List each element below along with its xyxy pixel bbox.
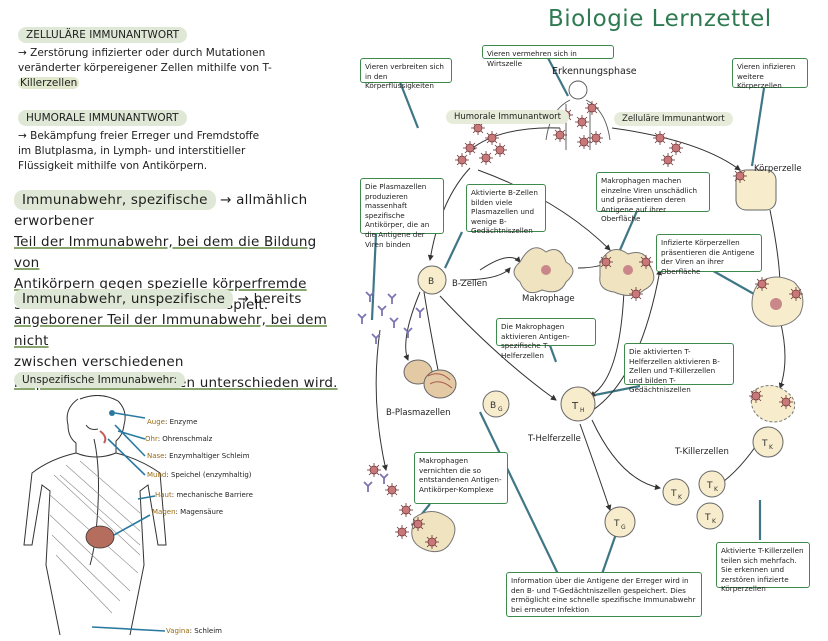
spezifische-line-3: Antikörpern gegen spezielle körperfremde <box>14 276 307 292</box>
unspezifische-term: Immunabwehr, unspezifische <box>14 289 234 309</box>
humorale-line-3: Flüssigkeit mithilfe von Antikörpern. <box>18 160 208 172</box>
label-b-zellen: B-Zellen <box>452 279 488 289</box>
organ-label-vagina: Vagina: Schleim <box>166 627 222 635</box>
box-aktivierte-b-zellen: Aktivierte B-Zellen bilden viele Plasmaz… <box>466 184 546 235</box>
box-aktivierte-t-helfer: Die aktivierten T-Helferzellen aktiviere… <box>624 343 734 394</box>
b-cell <box>417 265 447 295</box>
spezifische-term: Immunabwehr, spezifische <box>14 190 216 210</box>
box-viren-verbreiten: Vieren verbreiten sich in den Körperflüs… <box>360 58 452 90</box>
organ-label-nase: Nase: Enzymhaltiger Schleim <box>147 452 250 460</box>
box-makrophagen-aktivieren: Die Makrophagen aktivieren Antigen-spezi… <box>496 318 596 360</box>
box-information-gedaechtnis: Information über die Antigene der Errege… <box>506 572 702 617</box>
label-erkennungsphase: Erkennungsphase <box>552 66 637 77</box>
organ-label-ohr: Ohr: Ohrenschmalz <box>145 435 213 443</box>
destroyed-cell <box>750 385 796 423</box>
unspezifische-line-1: → bereits <box>233 291 302 307</box>
plasma-cell-2 <box>423 369 457 399</box>
makrophage-complex-cell <box>411 511 456 553</box>
spezifische-line-2: Teil der Immunabwehr, bei dem die Bildun… <box>14 234 317 271</box>
t-killer-3-sub: K <box>712 518 717 525</box>
box-makrophagen-vernichten: Makrophagen vernichten die so entstanden… <box>414 452 508 504</box>
t-killer-cell-3 <box>696 502 724 530</box>
label-humorale-immunantwort: Humorale Immunantwort <box>446 110 570 124</box>
t-killer-4-sub: K <box>769 444 774 451</box>
unspezifische-line-2: angeborener Teil der Immunabwehr, bei de… <box>14 312 327 349</box>
unspezifische-heading: Unspezifische Immunabwehr: <box>14 372 186 388</box>
label-zellulaere-immunantwort: Zelluläre Immunantwort <box>614 112 733 126</box>
organ-label-haut: Haut: mechanische Barriere <box>155 491 253 499</box>
box-infizierte-koerperzellen: Infizierte Körperzellen präsentieren die… <box>656 234 762 276</box>
label-t-killerzellen: T-Killerzellen <box>675 447 729 457</box>
antigen-antibody-complexes <box>363 462 414 540</box>
humorale-line-1: → Bekämpfung freier Erreger und Fremdsto… <box>18 130 260 142</box>
t-killer-cell-4 <box>752 426 784 458</box>
mouth-shape <box>99 430 107 444</box>
unspezifische-heading-wrap: Unspezifische Immunabwehr: <box>14 372 186 388</box>
t-killer-1-sub: K <box>678 494 683 501</box>
b-memory-cell <box>482 390 510 418</box>
stomach-shape <box>85 525 115 549</box>
humorale-line-2: im Blutplasma, in Lymph- und interstitie… <box>18 145 246 157</box>
eye-shape <box>109 410 115 416</box>
zellulaere-line-3: Killerzellen <box>18 77 80 89</box>
t-helper-sub: H <box>580 407 585 414</box>
t-memory-sub: G <box>621 524 626 531</box>
humorale-section: HUMORALE IMMUNANTWORT → Bekämpfung freie… <box>18 110 328 174</box>
t-memory-letter: T <box>613 519 620 529</box>
box-viren-vermehren: Vieren vermehren sich in Wirtszelle <box>482 45 614 68</box>
zellulaere-line-2: veränderter körpereigener Zellen mithilf… <box>18 62 272 74</box>
box-plasmazellen: Die Plasmazellen produzieren massenhaft … <box>360 178 444 249</box>
immune-response-diagram: B B G T H T G T K T K T K T K <box>357 57 804 575</box>
viruses-body <box>552 100 604 150</box>
organ-label-magen: Magen: Magensäure <box>152 508 224 516</box>
viruses-cellular <box>652 130 684 168</box>
label-t-helferzelle: T-Helferzelle <box>528 434 581 444</box>
zellulaere-line-1: → Zerstörung infizierter oder durch Muta… <box>18 47 266 59</box>
organ-label-auge: Auge: Enzyme <box>147 418 198 426</box>
unspezifische-line-3: zwischen verschiedenen <box>14 354 184 370</box>
zellulaere-heading: ZELLULÄRE IMMUNANTWORT <box>18 27 188 43</box>
organ-label-mund: Mund: Speichel (enzymhaltig) <box>147 471 252 479</box>
koerperzelle-cell <box>735 169 777 211</box>
label-koerperzelle: Körperzelle <box>754 164 802 174</box>
t-helper-cell <box>560 386 596 422</box>
t-killer-3-letter: T <box>704 513 711 523</box>
box-viren-infizieren: Vieren infizieren weitere Körperzellen <box>732 58 808 90</box>
label-b-plasmazellen: B-Plasmazellen <box>386 408 451 418</box>
t-killer-cell-2 <box>698 470 726 498</box>
viruses-humoral <box>454 120 508 168</box>
box-makrophagen-antigene: Makrophagen machen einzelne Viren unschä… <box>596 172 710 223</box>
b-memory-sub: G <box>498 406 503 413</box>
b-memory-letter: B <box>490 401 496 411</box>
t-killer-2-sub: K <box>714 486 719 493</box>
antibodies <box>357 291 425 345</box>
t-helper-letter: T <box>571 401 579 412</box>
t-killer-4-letter: T <box>761 439 768 449</box>
label-makrophage: Makrophage <box>522 294 575 304</box>
spezifische-line-1: → allmählich erworbener <box>14 192 308 229</box>
t-memory-cell <box>604 506 636 538</box>
zellulaere-section: ZELLULÄRE IMMUNANTWORT → Zerstörung infi… <box>18 27 328 91</box>
t-killer-2-letter: T <box>706 481 713 491</box>
box-aktivierte-t-killer: Aktivierte T-Killerzellen teilen sich me… <box>716 542 810 593</box>
t-killer-1-letter: T <box>670 489 677 499</box>
human-body-drawing <box>23 395 167 636</box>
flow-arrows <box>375 127 786 511</box>
b-cell-letter: B <box>428 277 434 287</box>
page-title: Biologie Lernzettel <box>548 6 772 32</box>
humorale-heading: HUMORALE IMMUNANTWORT <box>18 110 187 126</box>
t-killer-cell-1 <box>662 478 690 506</box>
